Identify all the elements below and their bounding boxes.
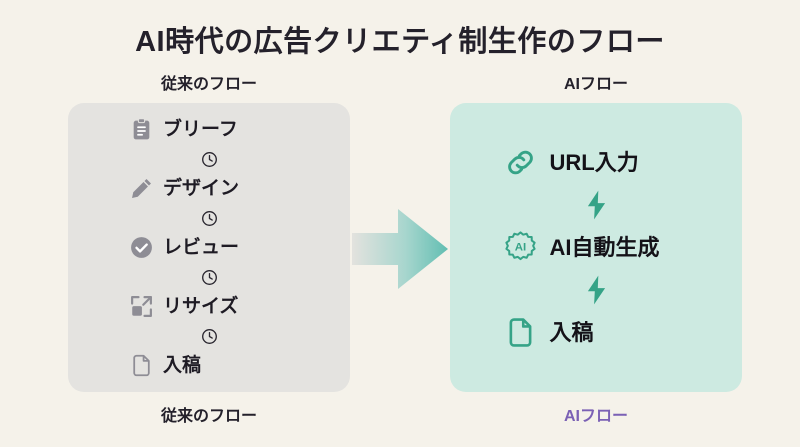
- document-icon: [504, 316, 537, 349]
- legacy-connector-4: [201, 324, 218, 348]
- resize-icon: [129, 294, 154, 319]
- document-icon: [129, 353, 154, 378]
- clock-icon: [201, 328, 218, 345]
- ai-step-auto-generate: AI AI自動生成: [504, 231, 689, 264]
- legacy-connector-3: [201, 265, 218, 289]
- ai-badge-icon: AI: [504, 231, 537, 264]
- legacy-flow-caption: 従来のフロー: [160, 408, 257, 425]
- clock-icon: [201, 269, 218, 286]
- legacy-step-design: デザイン: [129, 176, 289, 201]
- legacy-step-label: デザイン: [163, 178, 240, 199]
- legacy-flow-panel: ブリーフ デザイン: [68, 103, 350, 392]
- ai-connector-2: [584, 273, 609, 307]
- lightning-bolt-icon: [584, 275, 609, 305]
- ai-connector-1: [584, 188, 609, 222]
- lightning-bolt-icon: [584, 190, 609, 220]
- legacy-step-label: リサイズ: [163, 296, 239, 317]
- legacy-step-resize: リサイズ: [129, 294, 289, 319]
- ai-step-label: URL入力: [549, 149, 639, 175]
- clipboard-icon: [129, 117, 154, 142]
- legacy-step-label: ブリーフ: [163, 119, 238, 140]
- ai-step-label: AI自動生成: [549, 234, 660, 260]
- ai-step-url-input: URL入力: [504, 146, 689, 179]
- ai-step-label: 入稿: [549, 319, 594, 345]
- clock-icon: [201, 151, 218, 168]
- ai-flow-caption: AIフロー: [563, 408, 628, 425]
- legacy-step-review: レビュー: [129, 235, 289, 260]
- legacy-step-brief: ブリーフ: [129, 117, 289, 142]
- ai-column-header: AIフロー: [563, 76, 628, 93]
- right-arrow-icon: [352, 203, 450, 295]
- legacy-connector-2: [201, 206, 218, 230]
- legacy-step-label: レビュー: [163, 237, 240, 258]
- pencil-icon: [129, 176, 154, 201]
- check-circle-icon: [129, 235, 154, 260]
- legacy-step-submit: 入稿: [129, 353, 289, 378]
- legacy-connector-1: [201, 147, 218, 171]
- ai-step-submit: 入稿: [504, 316, 689, 349]
- legacy-step-label: 入稿: [163, 355, 202, 376]
- ai-flow-panel: URL入力 AI AI自動生成: [450, 103, 742, 392]
- page-title: AI時代の広告クリエティ制生作のフロー: [135, 26, 665, 58]
- clock-icon: [201, 210, 218, 227]
- svg-text:AI: AI: [514, 242, 525, 254]
- legacy-column-header: 従来のフロー: [160, 76, 257, 93]
- link-icon: [504, 146, 537, 179]
